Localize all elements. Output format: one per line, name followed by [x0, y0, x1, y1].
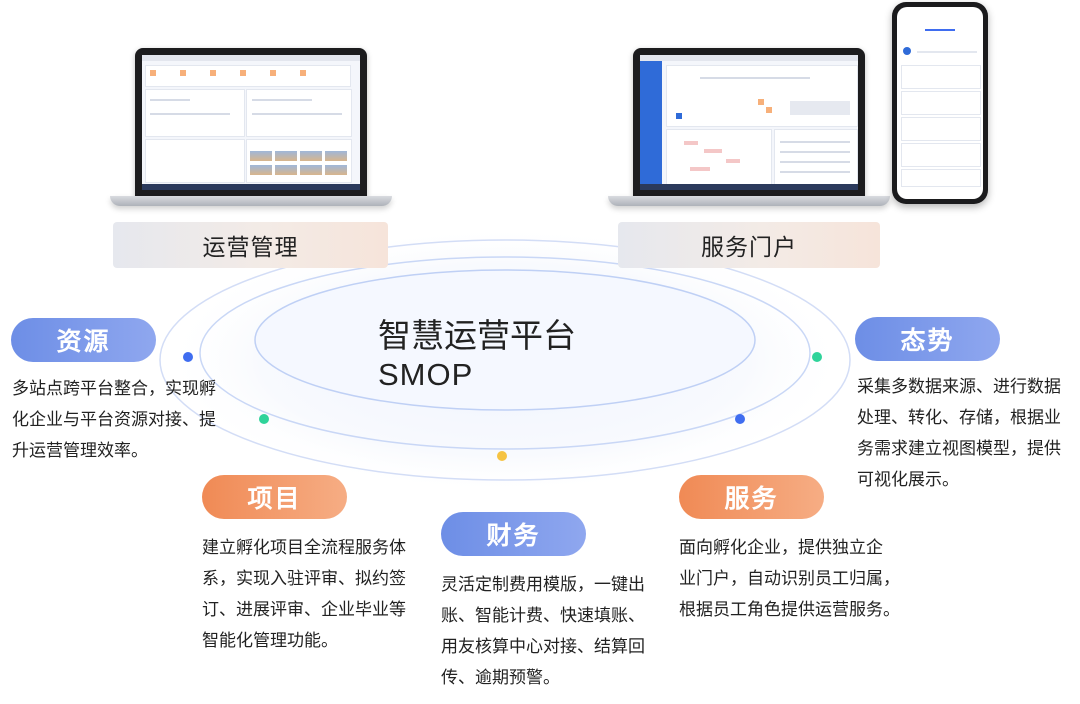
desc-line: 可视化展示。 [857, 470, 959, 490]
desc-line: 业门户，自动识别员工归属， [679, 569, 900, 589]
module-resource-pill: 资源 [11, 318, 156, 362]
desc-line: 面向孵化企业，提供独立企 [679, 538, 883, 558]
module-project-title: 项目 [247, 484, 302, 513]
desc-line: 采集多数据来源、进行数据 [857, 377, 1061, 397]
module-service-desc: 面向孵化企业，提供独立企 业门户，自动识别员工归属， 根据员工角色提供运营服务。 [679, 533, 900, 626]
desc-line: 订、进展评审、企业毕业等 [202, 600, 406, 620]
orbit-dot-blue-right [735, 414, 745, 424]
service-portal-label: 服务门户 [618, 222, 880, 268]
service-portal-screenshot [640, 55, 858, 190]
desc-line: 务需求建立视图模型，提供 [857, 439, 1061, 459]
desc-line: 传、逾期预警。 [441, 668, 560, 688]
inner-ring [254, 269, 756, 411]
module-finance-pill: 财务 [441, 512, 586, 556]
orbit-dot-green-left [259, 414, 269, 424]
ops-dashboard-screenshot [142, 55, 360, 190]
ops-management-label-text: 运营管理 [202, 235, 299, 261]
platform-title: 智慧运营平台 [378, 316, 576, 355]
outer-ring [159, 239, 851, 481]
desc-line: 建立孵化项目全流程服务体 [202, 538, 406, 558]
desc-line: 根据员工角色提供运营服务。 [679, 600, 900, 620]
module-finance-title: 财务 [486, 521, 541, 550]
mobile-app-screenshot [897, 7, 983, 199]
module-situation-pill: 态势 [855, 317, 1000, 361]
desc-line: 处理、转化、存储，根据业 [857, 408, 1061, 428]
ops-management-label: 运营管理 [113, 222, 388, 268]
module-finance-desc: 灵活定制费用模版，一键出 账、智能计费、快速填账、 用友核算中心对接、结算回 传… [441, 570, 645, 694]
module-service-pill: 服务 [679, 475, 824, 519]
module-project-desc: 建立孵化项目全流程服务体 系，实现入驻评审、拟约签 订、进展评审、企业毕业等 智… [202, 533, 406, 657]
desc-line: 账、智能计费、快速填账、 [441, 606, 645, 626]
module-service-title: 服务 [724, 484, 779, 513]
mobile-phone [892, 2, 988, 204]
module-project-pill: 项目 [202, 475, 347, 519]
desc-line: 灵活定制费用模版，一键出 [441, 575, 645, 595]
desc-line: 用友核算中心对接、结算回 [441, 637, 645, 657]
laptop-right [608, 48, 890, 208]
laptop-left [110, 48, 392, 208]
desc-line: 升运营管理效率。 [12, 441, 148, 461]
desc-line: 智能化管理功能。 [202, 631, 338, 651]
orbit-dot-green-right [812, 352, 822, 362]
module-situation-desc: 采集多数据来源、进行数据 处理、转化、存储，根据业 务需求建立视图模型，提供 可… [857, 372, 1061, 496]
desc-line: 系，实现入驻评审、拟约签 [202, 569, 406, 589]
orbit-dot-yellow [497, 451, 507, 461]
middle-ring [199, 256, 811, 450]
orbit-dot-blue-left [183, 352, 193, 362]
module-resource-title: 资源 [56, 327, 111, 356]
desc-line: 化企业与平台资源对接、提 [12, 410, 216, 430]
platform-acronym: SMOP [378, 357, 474, 392]
module-resource-desc: 多站点跨平台整合，实现孵 化企业与平台资源对接、提 升运营管理效率。 [12, 374, 216, 467]
module-situation-title: 态势 [900, 326, 955, 355]
desc-line: 多站点跨平台整合，实现孵 [12, 379, 216, 399]
service-portal-label-text: 服务门户 [701, 235, 797, 261]
